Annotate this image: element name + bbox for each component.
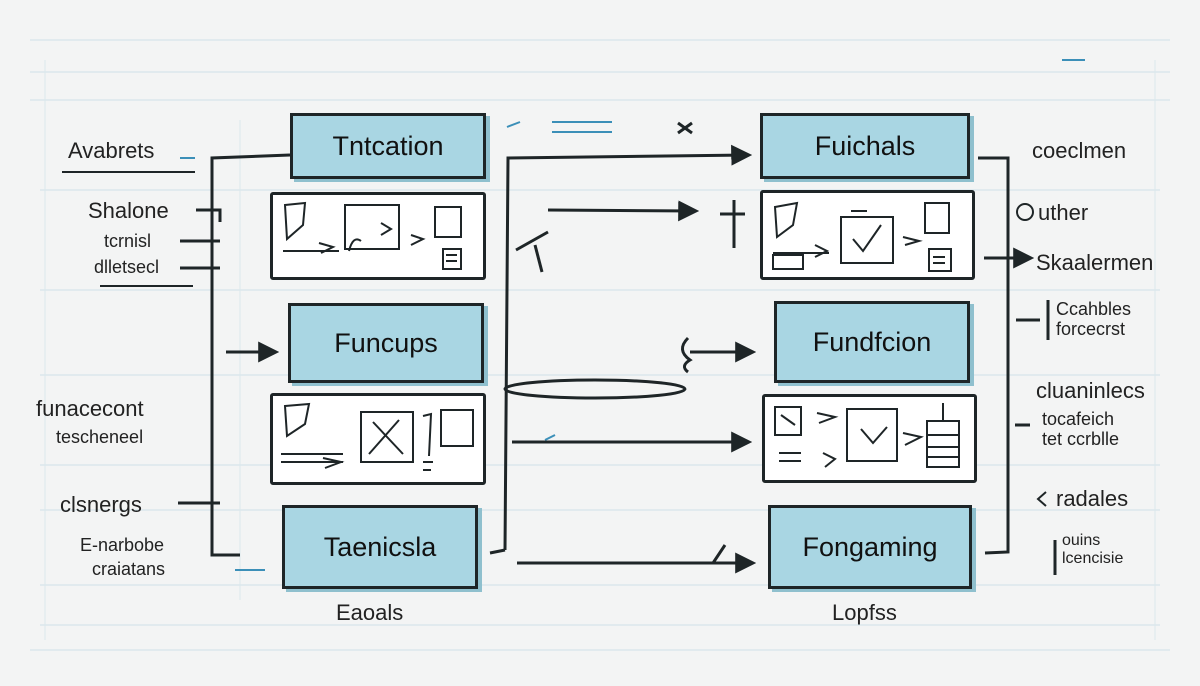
label-coeclmen: coeclmen — [1032, 138, 1127, 163]
sketch-icons — [281, 402, 474, 471]
box-left-top: Tntcation — [290, 113, 486, 179]
label-craiatans: craiatans — [92, 559, 166, 579]
underline-mark — [100, 285, 193, 287]
chevron-left-icon — [1036, 491, 1047, 507]
sketch-icons — [774, 403, 960, 468]
label-skaalermen: Skaalermen — [1036, 250, 1154, 275]
label-lopfss: Lopfss — [832, 600, 897, 625]
underline-mark — [62, 171, 195, 173]
label-eaoals: Eaoals — [336, 600, 404, 625]
label-uther: uther — [1038, 200, 1089, 225]
panel-right-top — [760, 190, 975, 280]
label-avabrets: Avabrets — [68, 138, 155, 163]
label-tcrnisl: tcrnisl — [104, 231, 152, 251]
label-funacecont: funacecont — [36, 396, 144, 421]
label-radales: radales — [1056, 486, 1129, 511]
circle-icon — [1016, 203, 1034, 221]
label-lcencisie: lcencisie — [1062, 550, 1124, 567]
label-dlletsecl: dlletsecl — [94, 257, 160, 277]
box-left-bot: Taenicsla — [282, 505, 478, 589]
label-shalone: Shalone — [88, 198, 169, 223]
box-right-top: Fuichals — [760, 113, 970, 179]
label-e-narbobe: E-narbobe — [80, 535, 165, 555]
label-tocafeich: tocafeich — [1042, 409, 1115, 429]
label-ouins: ouins — [1062, 532, 1101, 549]
label-clsnergs: clsnergs — [60, 492, 142, 517]
label-cluaninlecs: cluaninlecs — [1036, 378, 1145, 403]
label-ccahbles: Ccahbles — [1056, 299, 1132, 319]
panel-right-mid — [762, 394, 977, 483]
sketch-icons — [283, 201, 462, 270]
label-tescheneel: tescheneel — [56, 427, 144, 447]
panel-left-top — [270, 192, 486, 280]
panel-left-mid — [270, 393, 486, 485]
sketch-icons — [772, 201, 952, 272]
label-tet-ccrblle: tet ccrblle — [1042, 429, 1120, 449]
box-left-mid: Funcups — [288, 303, 484, 383]
label-forcecrst: forcecrst — [1056, 319, 1126, 339]
box-right-bot: Fongaming — [768, 505, 972, 589]
box-right-mid: Fundfcion — [774, 301, 970, 383]
